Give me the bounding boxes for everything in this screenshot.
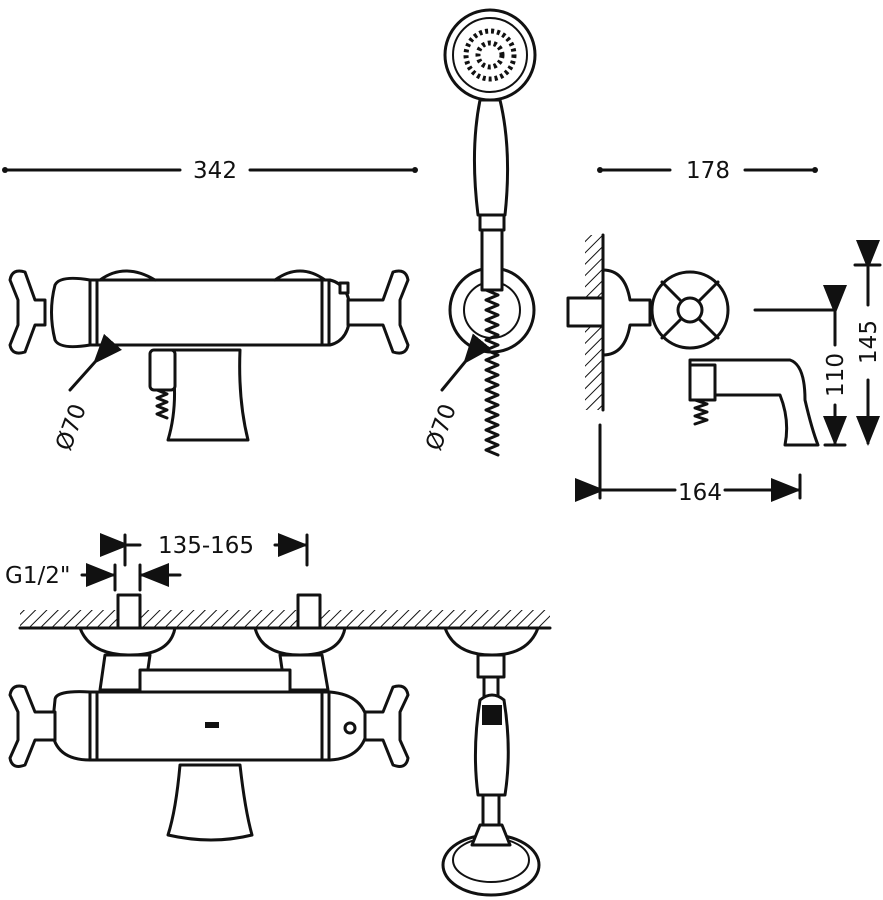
mixer-side-view: 164 110 145 — [566, 233, 882, 506]
dimension-label: 164 — [678, 480, 722, 506]
dimension-label: 145 — [856, 320, 882, 364]
dimension-label: G1/2" — [5, 563, 70, 589]
dimension-label: 135-165 — [158, 533, 254, 559]
mixer-top-view — [8, 593, 552, 842]
dimension-label: 342 — [193, 158, 237, 184]
dimension-label: Ø70 — [51, 401, 92, 454]
mixer-front-view: Ø70 — [8, 269, 410, 454]
dimension-342: 342 — [2, 158, 418, 184]
hand-shower-front: Ø70 — [421, 8, 537, 457]
dimension-label: Ø70 — [421, 401, 462, 454]
dimension-label: 110 — [823, 353, 849, 397]
shower-holder-top-view — [441, 626, 541, 897]
dimension-178: 178 — [597, 158, 818, 184]
dimension-label: 178 — [686, 158, 730, 184]
inlet-dimensions: 135-165 G1/2" — [5, 533, 309, 592]
